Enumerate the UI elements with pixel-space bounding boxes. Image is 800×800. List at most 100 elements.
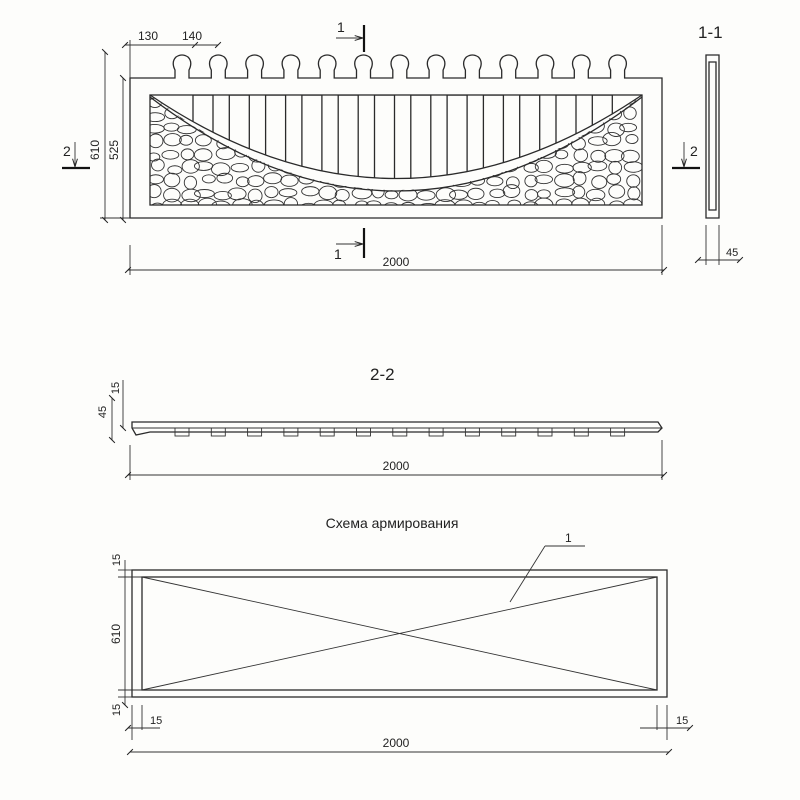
stone [163, 187, 181, 203]
rib [501, 427, 517, 437]
panel-elevation: 130 140 610 525 2000 1 1 2 2 [62, 19, 700, 275]
stone [451, 146, 467, 159]
dim-height-body: 525 [107, 140, 121, 160]
stone [584, 95, 604, 108]
stone [420, 172, 434, 187]
stone [365, 112, 386, 124]
stone [151, 158, 165, 172]
stone [521, 136, 535, 148]
stone [555, 198, 573, 205]
reinforcement-title: Схема армирования [326, 515, 459, 531]
leader-label: 1 [565, 531, 572, 545]
stone [193, 148, 213, 162]
stone [334, 188, 350, 202]
stone [349, 164, 366, 176]
panel-outline [129, 54, 663, 219]
stone [489, 134, 506, 148]
stone [150, 174, 164, 185]
stone [181, 188, 201, 203]
stone [604, 149, 625, 163]
stone [183, 175, 197, 190]
stone [150, 202, 165, 205]
stone [524, 189, 539, 201]
dim-cover-left: 15 [150, 715, 162, 727]
stone [162, 198, 183, 205]
stone [354, 200, 369, 205]
stone [213, 190, 232, 201]
section-1-1: 1-1 45 [694, 23, 744, 265]
stone [301, 186, 320, 197]
stone [336, 123, 353, 135]
stone [606, 173, 622, 185]
stone [365, 96, 383, 106]
dimension-lines [100, 40, 668, 275]
stone [523, 162, 539, 173]
stone [485, 146, 500, 160]
ribs [174, 427, 626, 437]
stone [201, 174, 216, 184]
stone [435, 108, 455, 122]
stone [280, 99, 298, 111]
stone [216, 172, 234, 184]
stone [573, 148, 589, 163]
stone [399, 201, 418, 205]
cut-mark-2-left: 2 [63, 143, 71, 159]
stone [619, 122, 638, 133]
stone [521, 124, 538, 135]
stone [572, 161, 592, 174]
stone [349, 109, 371, 122]
stone [198, 122, 215, 133]
stone [553, 98, 572, 111]
rib [283, 427, 299, 437]
slot [337, 95, 359, 179]
slot [446, 95, 468, 179]
stone [150, 112, 166, 123]
stone [281, 122, 298, 133]
slot [410, 95, 432, 179]
dim-length: 2000 [383, 255, 410, 269]
stone [608, 184, 626, 199]
stone [418, 125, 435, 136]
stone [534, 159, 553, 174]
rib [573, 427, 589, 437]
section-1-1-thickness: 45 [726, 247, 738, 259]
stone [278, 188, 298, 198]
stone [522, 201, 540, 205]
panel-opening [149, 94, 643, 206]
stone [163, 122, 180, 132]
stone [164, 95, 179, 110]
stone [433, 96, 453, 107]
stone [521, 99, 535, 111]
stone [555, 163, 574, 174]
stone [179, 134, 194, 146]
stone [369, 164, 385, 175]
stone [180, 198, 200, 205]
stone [399, 123, 419, 138]
stone [449, 189, 468, 200]
stone [506, 176, 520, 190]
dim-cover-bottom: 15 [111, 704, 123, 716]
stone [365, 178, 386, 188]
stone [285, 135, 302, 150]
stone [534, 123, 552, 133]
stone [280, 174, 299, 187]
stone [466, 107, 484, 123]
stone [331, 136, 348, 147]
stone [537, 189, 551, 199]
stone [608, 160, 623, 175]
stone [435, 148, 451, 159]
stone [267, 158, 283, 172]
stone [211, 162, 231, 177]
stone [404, 95, 421, 108]
dim-height-total: 610 [88, 140, 102, 160]
stone [602, 132, 622, 147]
stone [385, 134, 399, 147]
stone [567, 98, 588, 110]
stone [623, 106, 637, 120]
stone [625, 134, 639, 145]
stone [627, 186, 641, 201]
stone [317, 134, 334, 149]
slot [373, 95, 396, 179]
stone [332, 161, 351, 171]
stone [301, 95, 316, 109]
